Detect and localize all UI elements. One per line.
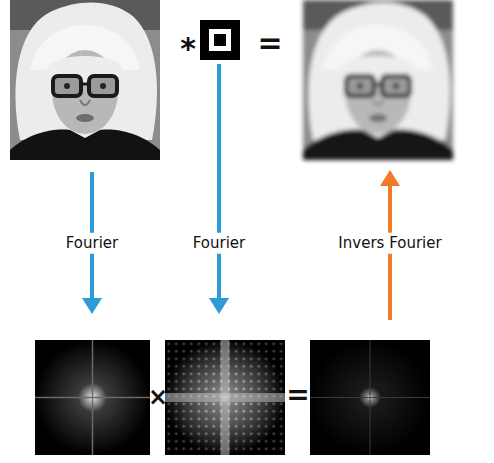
operator-symbol: ×: [148, 384, 168, 410]
operator-symbol: =: [286, 380, 309, 411]
arrow-label: Invers Fourier: [335, 233, 444, 254]
operator-symbol: *: [180, 32, 196, 65]
arrow-label: Fourier: [190, 233, 249, 254]
operator-symbol: =: [257, 26, 282, 59]
arrow-label: Fourier: [63, 233, 122, 254]
